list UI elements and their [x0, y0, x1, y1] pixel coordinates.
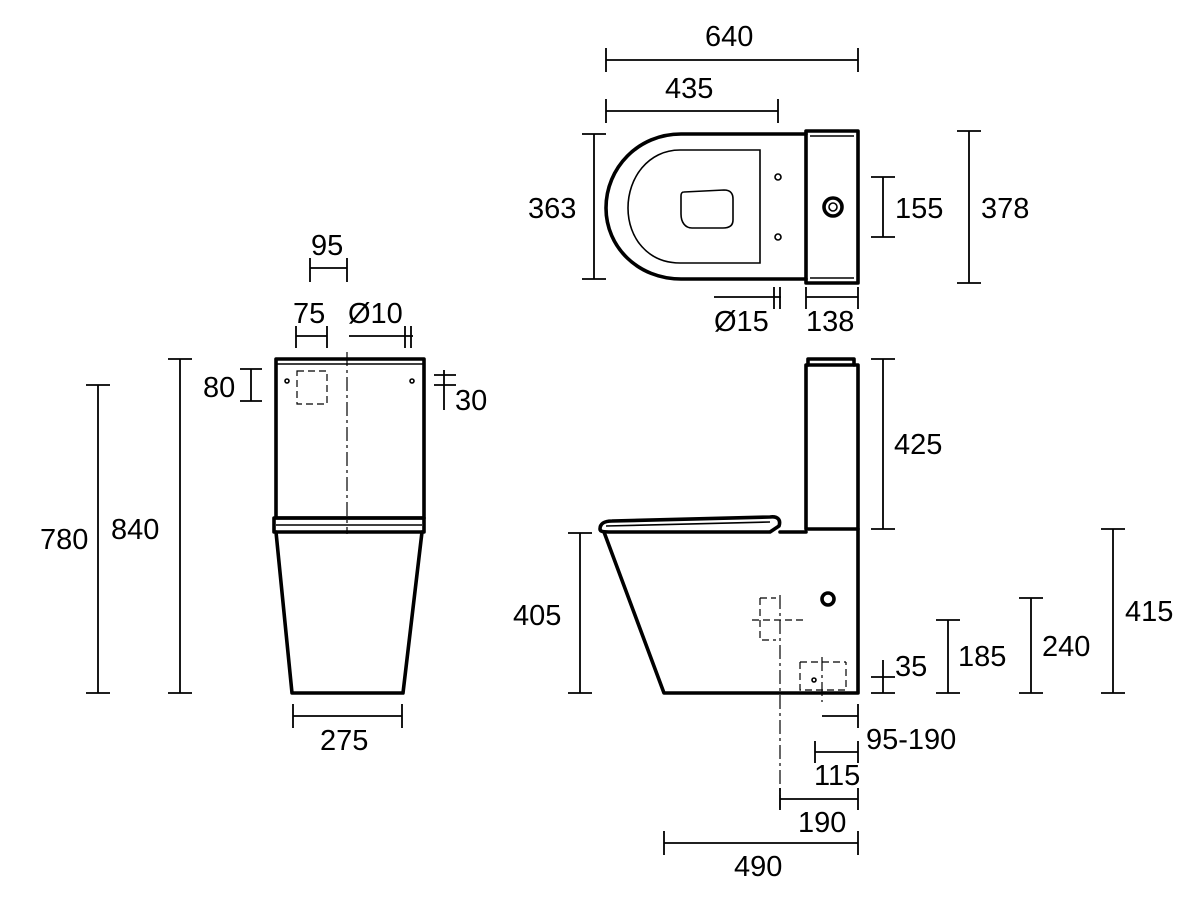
svg-text:490: 490	[734, 851, 782, 883]
front-flush-button-outline	[296, 370, 328, 405]
dim-front-275: 275	[292, 704, 403, 757]
svg-text:415: 415	[1125, 596, 1173, 628]
front-cistern-outline	[274, 357, 426, 520]
svg-text:35: 35	[895, 651, 927, 683]
svg-text:185: 185	[958, 641, 1006, 673]
dim-side-240: 240	[1019, 597, 1090, 694]
side-cistern-lid	[806, 357, 856, 367]
svg-text:640: 640	[705, 21, 753, 53]
dim-side-490: 490	[663, 831, 859, 883]
side-waste-box	[799, 661, 847, 691]
svg-text:425: 425	[894, 429, 942, 461]
front-view: 780 840 80 95 75 Ø10 30 275	[40, 230, 487, 757]
svg-text:780: 780	[40, 524, 88, 556]
dim-side-415: 415	[1101, 528, 1173, 694]
svg-text:275: 275	[320, 725, 368, 757]
side-inlet-circle	[820, 591, 836, 607]
dim-top-363: 363	[528, 133, 606, 280]
dim-side-405: 405	[513, 532, 592, 694]
svg-text:115: 115	[814, 760, 860, 792]
dim-front-75: 75	[293, 298, 328, 348]
side-cistern-outline	[804, 363, 860, 531]
top-bowl-inner	[627, 149, 761, 264]
svg-text:240: 240	[1042, 631, 1090, 663]
side-pan-outline	[602, 527, 860, 695]
svg-text:363: 363	[528, 193, 576, 225]
dim-top-378: 378	[957, 130, 1029, 284]
svg-text:95-190: 95-190	[866, 724, 956, 756]
svg-text:435: 435	[665, 73, 713, 105]
side-view: 425 405 415 240 185 35 95-190 115	[513, 357, 1173, 883]
svg-text:378: 378	[981, 193, 1029, 225]
svg-text:Ø15: Ø15	[714, 306, 769, 338]
svg-text:Ø10: Ø10	[348, 298, 403, 330]
top-rim-opening	[680, 189, 734, 229]
dim-side-95-190: 95-190	[822, 704, 956, 756]
dim-side-35: 35	[871, 651, 927, 694]
front-fixing-hole-left	[284, 378, 290, 384]
dim-front-30: 30	[434, 370, 487, 417]
svg-text:95: 95	[311, 230, 343, 262]
dim-side-115: 115	[814, 741, 860, 792]
front-seat-outline	[272, 516, 426, 534]
top-flush-button-outer	[822, 196, 844, 218]
dim-top-435: 435	[605, 73, 779, 123]
dim-front-80: 80	[203, 368, 262, 404]
dim-side-425: 425	[871, 358, 942, 530]
svg-text:138: 138	[806, 306, 854, 338]
top-cistern-inner	[810, 135, 854, 279]
dim-top-640: 640	[605, 21, 859, 72]
dim-front-95: 95	[309, 230, 348, 282]
top-flush-button-inner	[828, 202, 838, 212]
svg-text:190: 190	[798, 807, 846, 839]
svg-text:80: 80	[203, 372, 235, 404]
top-cistern-outline	[804, 129, 860, 285]
svg-text:155: 155	[895, 193, 943, 225]
svg-text:75: 75	[293, 298, 325, 330]
top-seat-hole-upper	[774, 173, 782, 181]
front-pan-outline	[274, 530, 424, 695]
dim-side-185: 185	[936, 619, 1006, 694]
top-view: 640 435 363 155 378 Ø15 138	[528, 21, 1029, 338]
dim-front-780: 780	[40, 384, 110, 694]
svg-text:840: 840	[111, 514, 159, 546]
dim-front-10: Ø10	[348, 298, 413, 348]
dim-top-d15: Ø15	[714, 287, 781, 338]
dim-side-190: 190	[779, 788, 859, 839]
top-bowl-outline	[604, 132, 808, 281]
front-fixing-hole-right	[409, 378, 415, 384]
dim-top-138: 138	[805, 287, 859, 338]
svg-text:30: 30	[455, 385, 487, 417]
dim-front-840: 840	[111, 358, 192, 694]
dim-top-155: 155	[871, 176, 943, 238]
top-seat-hole-lower	[774, 233, 782, 241]
side-seat-detail	[605, 521, 771, 527]
side-waste-dot	[811, 677, 817, 683]
svg-text:405: 405	[513, 600, 561, 632]
side-waste-outline	[752, 597, 804, 641]
